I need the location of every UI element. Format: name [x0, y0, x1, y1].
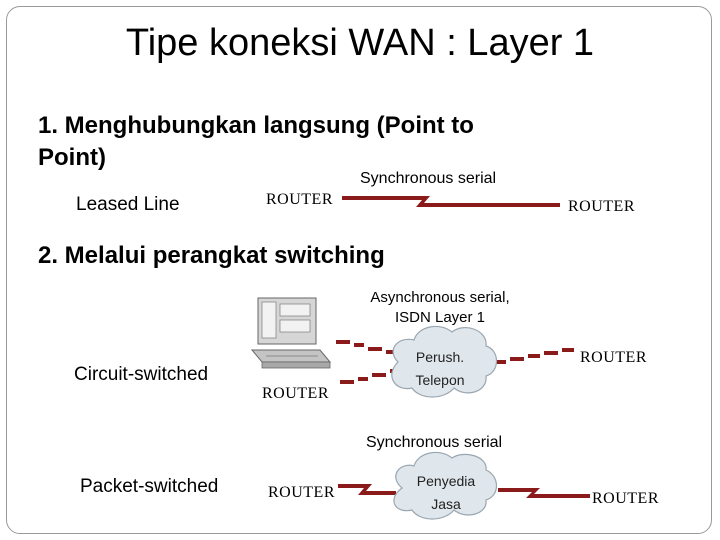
packet-switched-label: Packet-switched [80, 476, 219, 497]
circuit-async-link-left-lower [340, 369, 398, 384]
async-serial-label-line2: ISDN Layer 1 [394, 309, 486, 326]
router-label: ROUTER [592, 490, 659, 507]
cloud-service-provider-label: Penyedia Jasa [406, 470, 486, 516]
cloud-label-line2: Telepon [415, 372, 465, 388]
cloud-label-line2: Jasa [431, 496, 461, 512]
cloud-telephone-company [391, 325, 498, 398]
packet-serial-link-right [498, 488, 590, 498]
slide-frame [6, 6, 712, 534]
router-label: ROUTER [568, 198, 635, 215]
section2-heading: 2. Melalui perangkat switching [38, 242, 385, 269]
router-label: ROUTER [268, 484, 335, 501]
cloud-service-provider [393, 451, 498, 520]
async-serial-label: Asynchronous serial, ISDN Layer 1 [340, 288, 540, 328]
section1-heading-line1: 1. Menghubungkan langsung (Point to [38, 112, 474, 139]
cloud-label-line1: Penyedia [416, 473, 476, 489]
synchronous-serial-label-2: Synchronous serial [366, 434, 503, 451]
cloud-telephone-company-label: Perush. Telepon [400, 346, 480, 392]
synchronous-serial-label-1: Synchronous serial [360, 170, 497, 187]
computer-terminal-icon [250, 297, 332, 369]
packet-serial-link-left [338, 484, 396, 495]
section1-heading-line2: Point) [38, 144, 106, 171]
leased-line-serial-link [342, 196, 560, 207]
circuit-async-link-left-upper [336, 340, 396, 354]
async-serial-label-line1: Asynchronous serial, [370, 289, 510, 306]
leased-line-label: Leased Line [76, 194, 180, 215]
circuit-switched-label: Circuit-switched [74, 364, 209, 385]
router-label: ROUTER [580, 349, 647, 366]
circuit-async-link-right [494, 348, 574, 364]
cloud-label-line1: Perush. [415, 349, 465, 365]
router-label: ROUTER [266, 191, 333, 208]
router-label: ROUTER [262, 385, 329, 402]
slide-title: Tipe koneksi WAN : Layer 1 [125, 22, 595, 64]
section1-heading: 1. Menghubungkan langsung (Point to Poin… [38, 110, 474, 174]
